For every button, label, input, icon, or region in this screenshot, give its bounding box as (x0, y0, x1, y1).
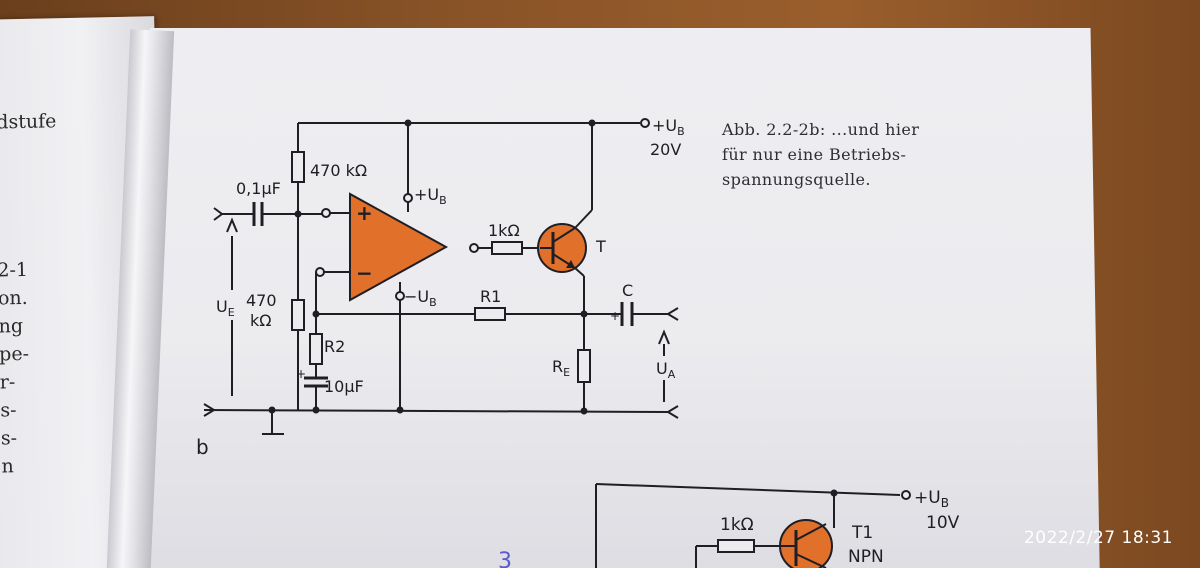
bottom-resistor-label: 1kΩ (720, 515, 754, 535)
rail-voltage-label: 20V (650, 140, 681, 159)
resistor-r1-label: R1 (480, 287, 501, 306)
transistor-t-symbol (537, 223, 587, 273)
right-book-page (150, 28, 1100, 568)
bottom-rail-voltage-label: 10V (926, 513, 960, 533)
caption-line: für nur eine Betriebs- (722, 145, 907, 164)
resistor-1k-label: 1kΩ (488, 221, 520, 240)
transistor-t1-label: T1 (851, 523, 873, 543)
resistor-1k (491, 241, 523, 255)
capacitor-r2-label: 10μF (324, 377, 364, 396)
resistor-kohm-label: kΩ (250, 311, 272, 330)
opamp-triangle (349, 192, 449, 302)
resistor-re-label: RE (552, 357, 570, 379)
opamp-minus-sign: − (356, 261, 373, 285)
resistor-470k-top (291, 151, 305, 183)
resistor-470k-bottom (291, 299, 305, 331)
caption-line: spannungsquelle. (722, 170, 871, 189)
resistor-470k-label: 470 kΩ (310, 161, 367, 180)
capacitor-output (620, 302, 634, 326)
bottom-rail-supply-label: +UB (914, 488, 949, 510)
bottom-resistor-1k (717, 539, 755, 553)
resistor-re (577, 349, 591, 383)
resistor-r2 (309, 333, 323, 365)
transistor-t1-symbol (779, 519, 833, 568)
figure-letter: b (196, 435, 209, 459)
bottom-circuit-wires (595, 483, 911, 568)
capacitor-r2-plus: + (296, 367, 306, 381)
output-voltage-label: UA (656, 359, 676, 381)
transistor-type-label: NPN (848, 547, 884, 567)
capacitor-output-label: C (622, 281, 633, 300)
bottom-junction-dot (830, 489, 838, 497)
transistor-t-label: T (595, 237, 606, 256)
input-voltage-label: UE (216, 297, 235, 319)
opamp-supply-neg-label: −UB (404, 287, 437, 309)
opamp-supply-pos-label: +UB (414, 185, 447, 207)
figure-caption: Abb. 2.2-2b: ...und hier für nur eine Be… (722, 117, 972, 192)
resistor-r1 (474, 307, 506, 321)
caption-line: Abb. 2.2-2b: ...und hier (722, 120, 920, 139)
resistor-r2-label: R2 (324, 337, 345, 356)
wires (203, 118, 679, 435)
junction-dots (268, 119, 596, 415)
rail-supply-label: +UB (652, 116, 685, 138)
capacitor-input-label: 0,1μF (236, 179, 281, 198)
capacitor-r2 (304, 376, 328, 388)
opamp-plus-sign: + (356, 201, 373, 225)
capacitor-input (252, 202, 264, 226)
resistor-470-label: 470 (246, 291, 277, 310)
photo-timestamp: 2022/2/27 18:31 (1023, 528, 1173, 548)
capacitor-output-plus: + (610, 309, 620, 323)
page-mark: 3 (498, 549, 512, 568)
